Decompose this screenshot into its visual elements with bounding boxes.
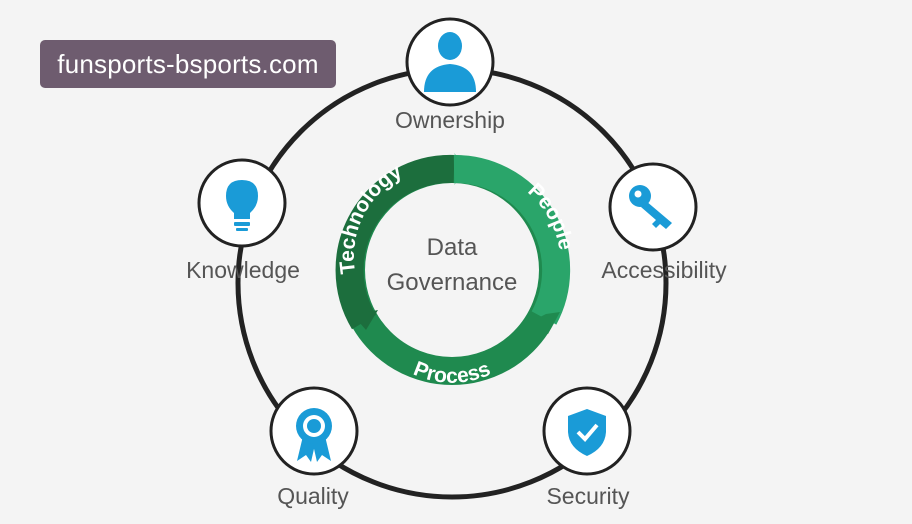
award-badge-icon	[296, 408, 332, 462]
shield-check-icon	[568, 409, 606, 456]
person-icon	[424, 32, 476, 92]
node-quality: Quality	[269, 386, 359, 509]
watermark: funsports-bsports.com	[40, 40, 336, 88]
ring-arrow-2	[530, 312, 560, 334]
node-label-security: Security	[546, 483, 630, 509]
node-ownership: Ownership	[395, 17, 505, 133]
node-label-accessibility: Accessibility	[601, 257, 727, 283]
center-title-line2: Governance	[387, 269, 518, 296]
node-security: Security	[542, 386, 632, 509]
center-title-line1: Data	[427, 234, 478, 261]
node-knowledge: Knowledge	[186, 158, 300, 283]
lightbulb-icon	[226, 180, 258, 231]
ring-segment-technology	[335, 154, 455, 330]
ring-arrow-3	[352, 310, 378, 330]
node-accessibility: Accessibility	[601, 162, 727, 283]
node-label-ownership: Ownership	[395, 107, 505, 133]
ring-arrow-1	[454, 153, 468, 185]
node-label-quality: Quality	[277, 483, 349, 509]
ring-segment-people	[453, 154, 571, 325]
node-label-knowledge: Knowledge	[186, 257, 300, 283]
